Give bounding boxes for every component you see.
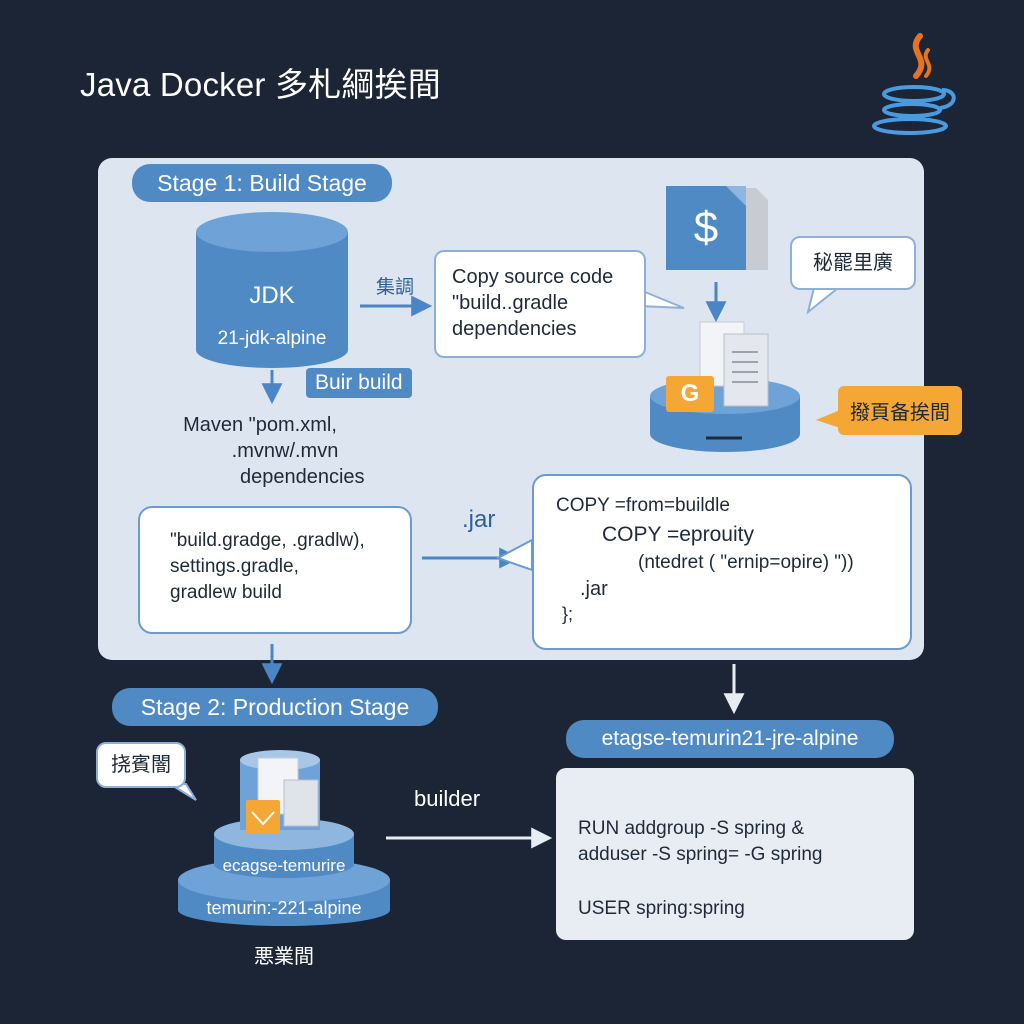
artifact-stack: [650, 321, 800, 452]
copy-box-line-1: COPY =from=buildle: [556, 495, 730, 516]
arrow-label: 集調: [376, 277, 415, 298]
stage2-label: Stage 2: Production Stage: [112, 688, 438, 726]
copy-box-line-3: (ntedret ( "ernip=opire) ")): [638, 552, 854, 573]
stage2-callout: 挠賓闇: [96, 742, 186, 788]
copy-line-3: dependencies: [452, 318, 577, 340]
gradle-line-2: settings.gradle,: [170, 556, 299, 577]
copy-box-line-4: .jar: [580, 578, 608, 600]
bottom-caption: 悪業間: [254, 946, 314, 968]
jdk-version: 21-jdk-alpine: [217, 328, 327, 349]
orange-tag: 撥頁备挨間: [838, 386, 962, 435]
dollar-file-icon: [666, 186, 768, 270]
copy-from-box: COPY =from=buildle COPY =eprouity (ntedr…: [532, 474, 912, 650]
run-line-1: RUN addgroup -S spring &: [578, 818, 804, 839]
maven-line-1: Maven "pom.xml,: [183, 414, 337, 436]
run-line-2: adduser -S spring= -G spring: [578, 844, 823, 865]
jdk-name: JDK: [249, 282, 295, 309]
jar-label: .jar: [462, 506, 496, 533]
base-image-bottom: temurin:-221-alpine: [206, 898, 362, 918]
copy-line-1: Copy source code: [452, 266, 614, 288]
run-commands-box: RUN addgroup -S spring & adduser -S spri…: [556, 768, 914, 940]
maven-line-3: dependencies: [240, 466, 365, 488]
maven-text: Maven "pom.xml, .mvnw/.mvn dependencies: [160, 412, 365, 490]
note-callout: 秘罷里廣: [790, 236, 916, 290]
base-image-top: ecagse-temurire: [222, 856, 346, 875]
builder-label: builder: [414, 786, 481, 811]
page-title: Java Docker 多札綱挨間: [80, 66, 441, 103]
g-badge: G: [680, 380, 700, 407]
build-tag: Buir build: [306, 368, 412, 398]
copy-box-line-5: };: [562, 604, 574, 624]
gradle-line-3: gradlew build: [170, 582, 282, 603]
java-logo-icon: [872, 33, 956, 135]
jre-image-pill: etagse-temurin21-jre-alpine: [566, 720, 894, 758]
copy-source-callout: Copy source code "build..gradle dependen…: [434, 250, 646, 358]
production-image-stack: [178, 750, 390, 926]
gradle-line-1: "build.gradge, .gradlw),: [170, 530, 365, 551]
copy-box-line-2: COPY =eprouity: [602, 523, 754, 546]
run-line-3: USER spring:spring: [578, 898, 745, 919]
dollar-symbol: $: [693, 203, 719, 252]
jdk-cylinder: [196, 212, 348, 368]
stage1-label: Stage 1: Build Stage: [132, 164, 392, 202]
gradle-box: "build.gradge, .gradlw), settings.gradle…: [138, 506, 412, 634]
maven-line-2: .mvnw/.mvn: [231, 440, 339, 462]
copy-line-2: "build..gradle: [452, 292, 569, 314]
